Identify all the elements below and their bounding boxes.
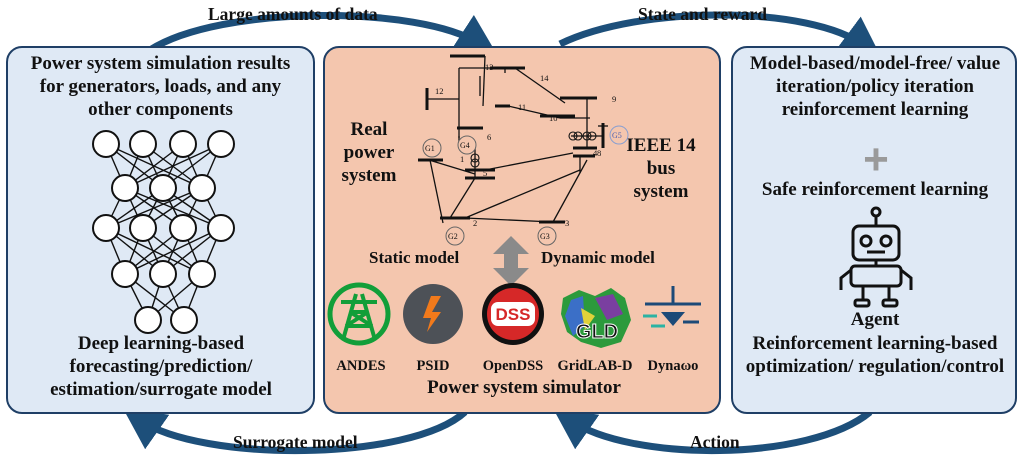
- arrow-action: [552, 407, 873, 455]
- dynawo-logo-icon: [643, 286, 701, 328]
- nn-node: [149, 260, 177, 288]
- plus-icon: +: [863, 135, 889, 184]
- simulation-results-text: Power system simulation results for gene…: [30, 53, 291, 120]
- nn-edge: [124, 227, 222, 275]
- nn-node: [169, 214, 197, 242]
- rl-types-text: Model-based/model-free/ value iteration/…: [749, 53, 1001, 120]
- opendss-label: OpenDSS: [482, 358, 544, 374]
- svg-text:G2: G2: [448, 232, 458, 241]
- arrow-surrogate: [122, 407, 468, 455]
- svg-text:13: 13: [485, 62, 494, 72]
- simulator-title: Power system simulator: [427, 377, 621, 398]
- svg-text:G3: G3: [540, 232, 550, 241]
- rl-optimization-text: Reinforcement learning-based optimizatio…: [745, 333, 1005, 377]
- nn-node: [111, 174, 139, 202]
- simulator-panel: Real power system IEEE 14 bus system: [323, 46, 721, 414]
- svg-text:10: 10: [549, 113, 558, 123]
- dynawo-label: Dynaωo: [647, 358, 699, 374]
- ieee14-one-line-diagram: 13 14 12 11 10 9 6 1 5 2 3 4 8 G1 G2 G3 …: [418, 54, 629, 286]
- real-system-label: Real power system: [341, 119, 397, 186]
- nn-node: [149, 174, 177, 202]
- svg-text:G5: G5: [612, 131, 622, 140]
- svg-text:5: 5: [483, 168, 487, 178]
- svg-text:DSS: DSS: [496, 305, 531, 324]
- agent-label: Agent: [850, 309, 900, 330]
- safe-rl-text: Safe reinforcement learning: [761, 179, 989, 200]
- svg-text:G4: G4: [460, 141, 470, 150]
- nn-node: [129, 214, 157, 242]
- deep-learning-text: Deep learning-based forecasting/predicti…: [50, 333, 272, 400]
- gridlabd-logo-icon: GLD: [561, 288, 631, 348]
- robot-agent-icon: [839, 206, 913, 308]
- flow-label-surrogate: Surrogate model: [233, 432, 358, 452]
- nn-node: [92, 130, 120, 158]
- svg-text:14: 14: [540, 73, 549, 83]
- gridlabd-label: GridLAB-D: [557, 358, 633, 374]
- svg-text:9: 9: [612, 94, 616, 104]
- andes-logo-icon: [327, 282, 391, 346]
- svg-text:2: 2: [473, 218, 477, 228]
- arrow-simulator-to-agent: [558, 11, 882, 59]
- nn-edge: [105, 187, 203, 229]
- dynamic-model-label: Dynamic model: [541, 248, 655, 267]
- opendss-logo-icon: DSS: [482, 283, 544, 345]
- nn-node: [92, 214, 120, 242]
- nn-node: [111, 260, 139, 288]
- flow-label-data: Large amounts of data: [208, 4, 378, 24]
- nn-node: [134, 306, 162, 334]
- flow-label-state-reward: State and reward: [638, 4, 767, 24]
- nn-node: [188, 174, 216, 202]
- simulator-logos: DSS GLD: [327, 282, 701, 348]
- nn-edge: [124, 143, 222, 189]
- nn-node: [207, 214, 235, 242]
- reinforcement-learning-panel: Model-based/model-free/ value iteration/…: [731, 46, 1017, 414]
- svg-text:GLD: GLD: [576, 321, 618, 343]
- svg-text:1: 1: [460, 154, 464, 164]
- svg-text:8: 8: [597, 148, 601, 158]
- svg-text:12: 12: [435, 86, 444, 96]
- svg-text:G1: G1: [425, 144, 435, 153]
- ieee-label: IEEE 14 bus system: [626, 135, 696, 202]
- psid-label: PSID: [416, 358, 450, 374]
- andes-label: ANDES: [336, 358, 386, 374]
- flow-label-action: Action: [690, 432, 740, 452]
- svg-text:6: 6: [487, 132, 491, 142]
- nn-node: [129, 130, 157, 158]
- deep-learning-panel: Power system simulation results for gene…: [6, 46, 315, 414]
- arrow-data-to-simulator: [148, 11, 498, 56]
- nn-node: [207, 130, 235, 158]
- nn-node: [170, 306, 198, 334]
- static-dynamic-double-arrow: [493, 236, 529, 286]
- neural-network-icon: [92, 130, 235, 334]
- nn-node: [188, 260, 216, 288]
- psid-logo-icon: [403, 284, 463, 344]
- nn-node: [169, 130, 197, 158]
- svg-text:4: 4: [593, 148, 598, 158]
- svg-text:3: 3: [565, 218, 569, 228]
- svg-text:11: 11: [518, 102, 526, 112]
- static-model-label: Static model: [369, 248, 460, 267]
